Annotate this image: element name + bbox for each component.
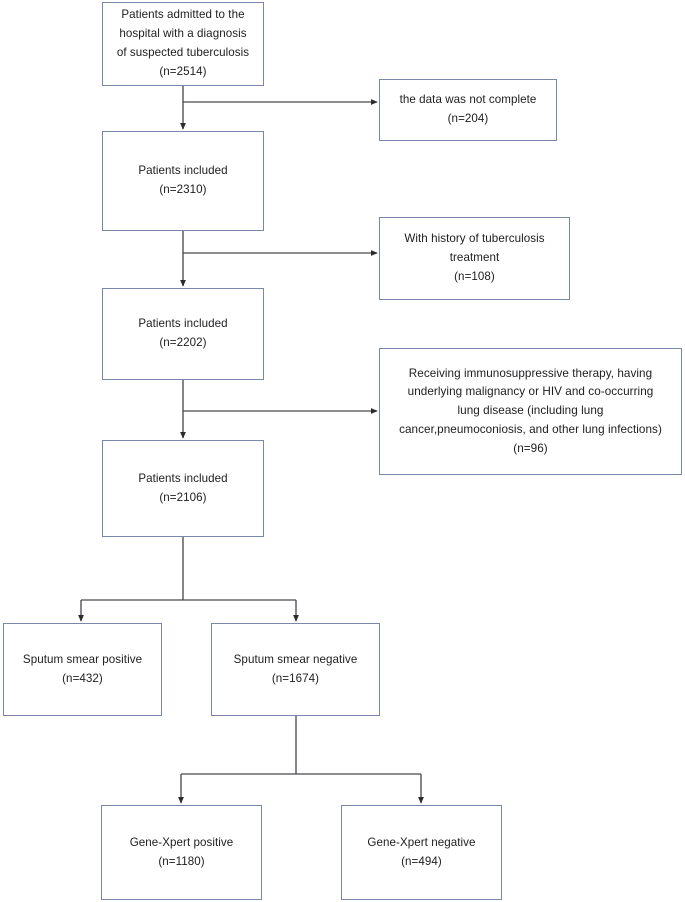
- node-sputum-smear-negative-label: Sputum smear negative (n=1674): [233, 652, 358, 685]
- node-patients-included-2-label: Patients included (n=2202): [138, 317, 228, 349]
- node-patients-included-1: Patients included (n=2310): [102, 131, 264, 231]
- node-exclusion-tb-treatment-history: With history of tuberculosis treatment (…: [379, 217, 570, 300]
- node-gene-xpert-negative: Gene-Xpert negative (n=494): [341, 805, 502, 900]
- node-exclusion-comorbidities-label: Receiving immunosuppressive therapy, hav…: [399, 366, 662, 455]
- node-exclusion-data-incomplete: the data was not complete (n=204): [379, 79, 557, 141]
- node-gene-xpert-positive-label: Gene-Xpert positive (n=1180): [129, 835, 234, 868]
- node-exclusion-data-incomplete-label: the data was not complete (n=204): [399, 93, 537, 125]
- node-patients-included-2: Patients included (n=2202): [102, 288, 264, 380]
- node-patients-admitted: Patients admitted to the hospital with a…: [102, 2, 264, 86]
- node-exclusion-tb-treatment-history-label: With history of tuberculosis treatment (…: [404, 232, 545, 283]
- node-sputum-smear-negative: Sputum smear negative (n=1674): [211, 623, 380, 716]
- node-sputum-smear-positive-label: Sputum smear positive (n=432): [22, 652, 143, 685]
- node-patients-included-3-label: Patients included (n=2106): [138, 471, 228, 504]
- node-patients-included-3: Patients included (n=2106): [102, 440, 264, 537]
- node-gene-xpert-negative-label: Gene-Xpert negative (n=494): [367, 835, 476, 868]
- node-patients-included-1-label: Patients included (n=2310): [138, 164, 228, 196]
- node-sputum-smear-positive: Sputum smear positive (n=432): [3, 623, 162, 716]
- node-patients-admitted-label: Patients admitted to the hospital with a…: [116, 8, 250, 78]
- node-exclusion-comorbidities: Receiving immunosuppressive therapy, hav…: [379, 348, 682, 475]
- node-gene-xpert-positive: Gene-Xpert positive (n=1180): [101, 805, 262, 900]
